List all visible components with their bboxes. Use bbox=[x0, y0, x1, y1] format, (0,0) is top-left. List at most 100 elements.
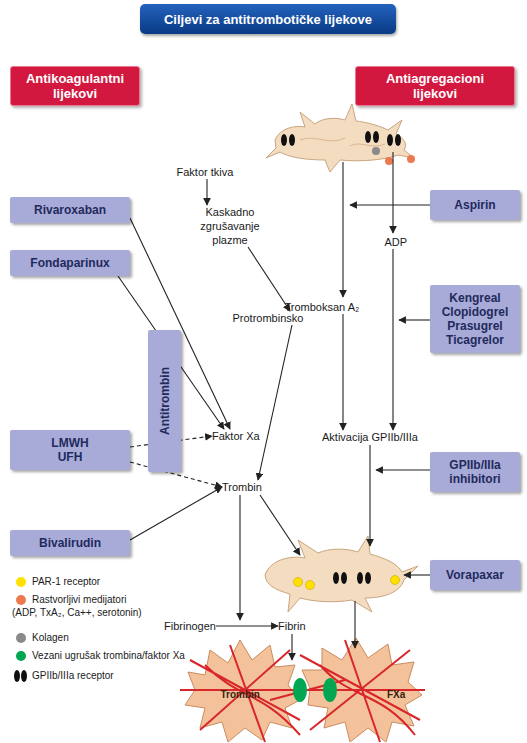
diagram-title: Ciljevi za antitrombotičke lijekove bbox=[164, 12, 372, 27]
cofactor-box: Antitrombin bbox=[148, 330, 181, 472]
legend-text: GPIIb/IIIa receptor bbox=[32, 669, 114, 682]
activated-platelet bbox=[391, 576, 400, 585]
inhibition-arrow bbox=[399, 319, 430, 320]
clot-illustration bbox=[180, 640, 425, 742]
inhibition-arrow bbox=[404, 574, 430, 575]
inhibition-arrow bbox=[350, 205, 430, 575]
clot-illustration bbox=[180, 638, 425, 742]
node-label: LMWH UFH bbox=[45, 436, 95, 464]
clot-label: Trombin bbox=[221, 689, 260, 700]
drug-box: Rivaroxaban bbox=[10, 197, 130, 223]
pathway-text: Kaskadno zgrušavanje plazme bbox=[190, 205, 270, 247]
drug-box: Aspirin bbox=[430, 190, 520, 220]
node-label: Bivalirudin bbox=[39, 536, 101, 550]
pathway-text: Faktor tkiva bbox=[177, 165, 234, 179]
legend-swatch bbox=[16, 577, 26, 587]
pathway-text: Fibrinogen bbox=[164, 619, 216, 633]
pathway-line bbox=[239, 495, 240, 620]
clot-label: FXa bbox=[387, 689, 405, 700]
receptor-oval bbox=[21, 670, 27, 682]
activated-platelet bbox=[341, 572, 347, 584]
node-label: GPIIb/IIIa inhibitori bbox=[430, 458, 520, 486]
pathway-arrow bbox=[392, 249, 393, 430]
pathway-line bbox=[260, 495, 300, 555]
pathway-text: Trombin bbox=[222, 480, 262, 494]
node-label: Faktor tkiva bbox=[177, 165, 234, 179]
pathway-text: Fibrin bbox=[278, 619, 306, 633]
node-label: Tromboksan A₂ bbox=[285, 300, 360, 314]
title-banner: Ciljevi za antitrombotičke lijekove bbox=[140, 4, 396, 34]
drug-box: LMWH UFH bbox=[10, 430, 130, 470]
activated-platelet bbox=[306, 581, 315, 590]
drug-box: Fondaparinux bbox=[10, 250, 130, 276]
node-label: Aktivacija GPIIb/IIIa bbox=[322, 430, 418, 444]
node-label: Fondaparinux bbox=[30, 256, 109, 270]
inhibition-arrow bbox=[376, 469, 430, 470]
category-box: Antiagregacioni lijekovi bbox=[355, 66, 515, 106]
resting-platelet bbox=[365, 131, 371, 143]
resting-platelet bbox=[407, 155, 415, 163]
node-label: Trombin bbox=[222, 480, 262, 494]
drug-box: Bivalirudin bbox=[10, 530, 130, 556]
drug-box: Kengreal Clopidogrel Prasugrel Ticagrelo… bbox=[430, 285, 520, 353]
pathway-text: Faktor Xa bbox=[212, 429, 260, 443]
pathway-arrow bbox=[130, 487, 222, 540]
resting-platelet bbox=[385, 157, 393, 165]
legend-text: Vezani ugrušak trombina/faktor Xa bbox=[32, 649, 185, 662]
resting-platelet bbox=[372, 147, 380, 155]
node-label: Rivaroxaban bbox=[34, 203, 106, 217]
receptor-oval bbox=[14, 670, 20, 682]
pathway-text: Tromboksan A₂ bbox=[285, 300, 360, 314]
legend-text: Kolagen bbox=[32, 631, 69, 644]
inhibition-arrow bbox=[350, 204, 430, 205]
resting-platelet bbox=[289, 134, 295, 146]
activated-platelet bbox=[365, 572, 371, 584]
resting-platelet bbox=[300, 138, 385, 146]
node-label: Kaskadno zgrušavanje plazme bbox=[190, 205, 270, 247]
drug-box: Vorapaxar bbox=[430, 560, 520, 590]
legend-swatch bbox=[16, 595, 26, 605]
node-label: ADP bbox=[385, 235, 408, 249]
resting-platelet bbox=[373, 131, 379, 143]
pathway-arrow bbox=[258, 325, 292, 480]
pathway-line bbox=[342, 162, 343, 297]
pathway-text: Protrombinsko bbox=[233, 311, 304, 325]
node-label: Faktor Xa bbox=[212, 429, 260, 443]
node-label: Antiagregacioni lijekovi bbox=[374, 71, 496, 101]
pathway-line bbox=[369, 445, 370, 546]
clot-illustration bbox=[323, 678, 337, 702]
category-box: Antikoagulantni lijekovi bbox=[10, 66, 140, 106]
resting-platelet bbox=[387, 134, 393, 146]
node-label: Fibrinogen bbox=[164, 619, 216, 633]
activated-platelet bbox=[357, 572, 363, 584]
pathway-arrow bbox=[206, 179, 207, 205]
pathway-arrow bbox=[342, 314, 343, 430]
drug-box: GPIIb/IIIa inhibitori bbox=[430, 452, 520, 492]
legend-text: PAR-1 receptor bbox=[32, 575, 100, 588]
resting-platelet bbox=[281, 134, 287, 146]
legend-swatch bbox=[16, 633, 26, 643]
activated-platelet bbox=[333, 572, 339, 584]
node-label: Vorapaxar bbox=[446, 568, 504, 582]
node-label: Fibrin bbox=[278, 619, 306, 633]
node-label: Protrombinsko bbox=[233, 311, 304, 325]
resting-platelet bbox=[266, 104, 414, 172]
pathway-line bbox=[240, 152, 393, 660]
node-label: Kengreal Clopidogrel Prasugrel Ticagrelo… bbox=[430, 291, 520, 347]
pathway-line bbox=[392, 152, 393, 233]
pathway-arrow bbox=[216, 625, 278, 626]
pathway-text: ADP bbox=[385, 235, 408, 249]
activated-platelet bbox=[265, 536, 418, 612]
activated-platelet bbox=[294, 578, 303, 587]
pathway-line bbox=[354, 601, 355, 648]
node-label: Antikoagulantni lijekovi bbox=[14, 71, 136, 101]
activated-platelet bbox=[265, 536, 418, 612]
clot-illustration bbox=[293, 678, 307, 702]
receptor-swatch bbox=[14, 670, 28, 682]
legend-swatch bbox=[16, 651, 26, 661]
resting-platelet bbox=[395, 134, 401, 146]
pathway-arrow bbox=[248, 247, 290, 311]
